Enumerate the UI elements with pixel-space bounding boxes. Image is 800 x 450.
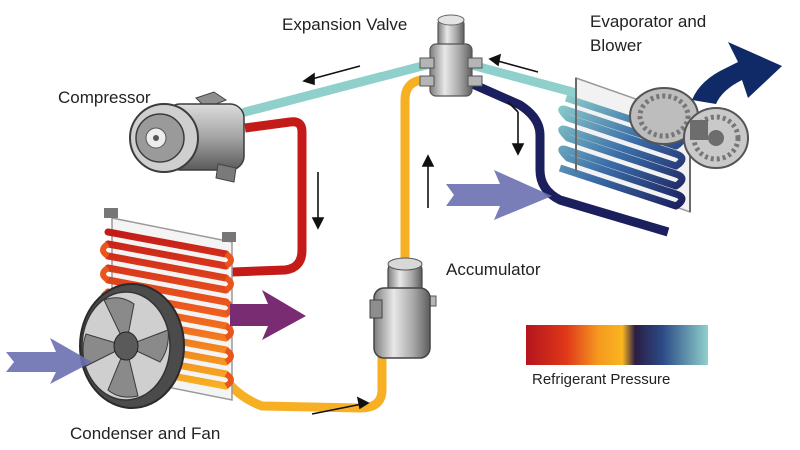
compressor-icon <box>129 91 245 183</box>
expansion-valve-label: Expansion Valve <box>282 15 408 34</box>
discharge-line <box>231 117 307 277</box>
cold-air-arrow-icon <box>692 42 782 104</box>
accumulator-label: Accumulator <box>446 260 541 279</box>
evaporator-label-line1: Evaporator and <box>590 12 707 31</box>
hot-air-arrow-icon <box>230 290 306 340</box>
fan-icon <box>79 283 185 409</box>
pressure-legend-label: Refrigerant Pressure <box>532 371 671 388</box>
pressure-legend-bar <box>526 325 708 365</box>
expansion-valve-icon <box>419 14 483 97</box>
flow-arrow-icon <box>302 53 539 415</box>
condenser-label: Condenser and Fan <box>70 424 221 443</box>
airflow-arrow-icon <box>446 170 552 220</box>
airflow-arrow-icon <box>6 338 92 384</box>
accumulator-icon <box>369 257 437 359</box>
suction-line <box>240 59 435 117</box>
compressor-label: Compressor <box>58 88 151 107</box>
evaporator-lines <box>463 59 670 237</box>
blower-icon <box>629 87 749 169</box>
evaporator-label-line2: Blower <box>590 36 642 55</box>
